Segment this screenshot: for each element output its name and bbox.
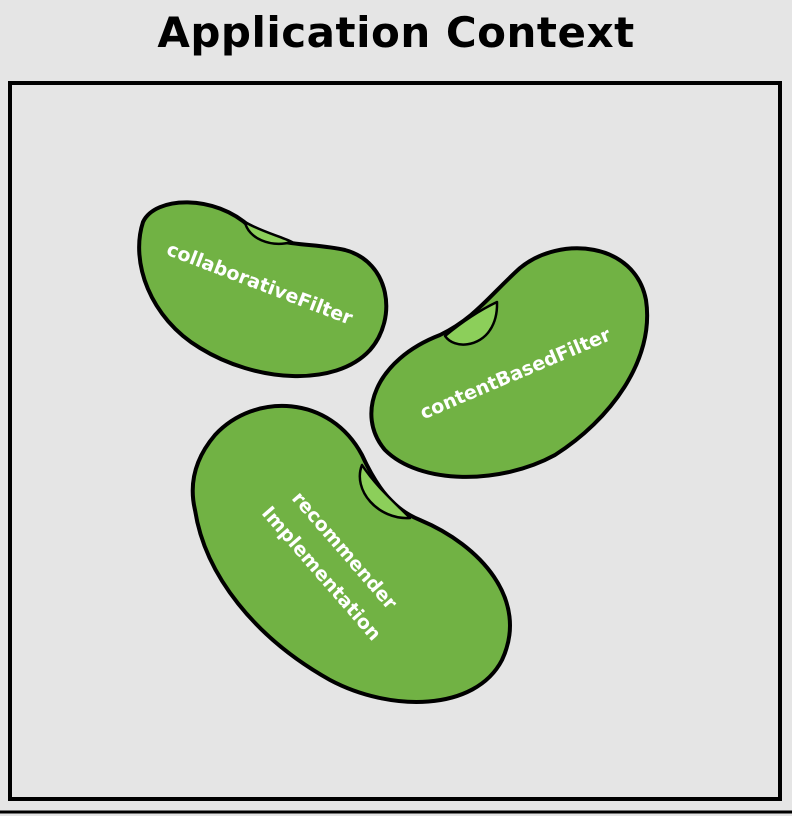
bean-body [190, 403, 512, 704]
bean-hilum [243, 220, 294, 245]
bean-body [369, 246, 650, 479]
bean-hilum [358, 463, 412, 520]
bean-content-based-filter[interactable]: contentBasedFilter [369, 246, 650, 479]
bean-hilum [443, 300, 499, 346]
bean-recommender-implementation[interactable]: recommender Implementation [190, 403, 512, 704]
bean-collaborative-filter[interactable]: collaborativeFilter [137, 200, 389, 379]
page-title: Application Context [157, 8, 635, 57]
